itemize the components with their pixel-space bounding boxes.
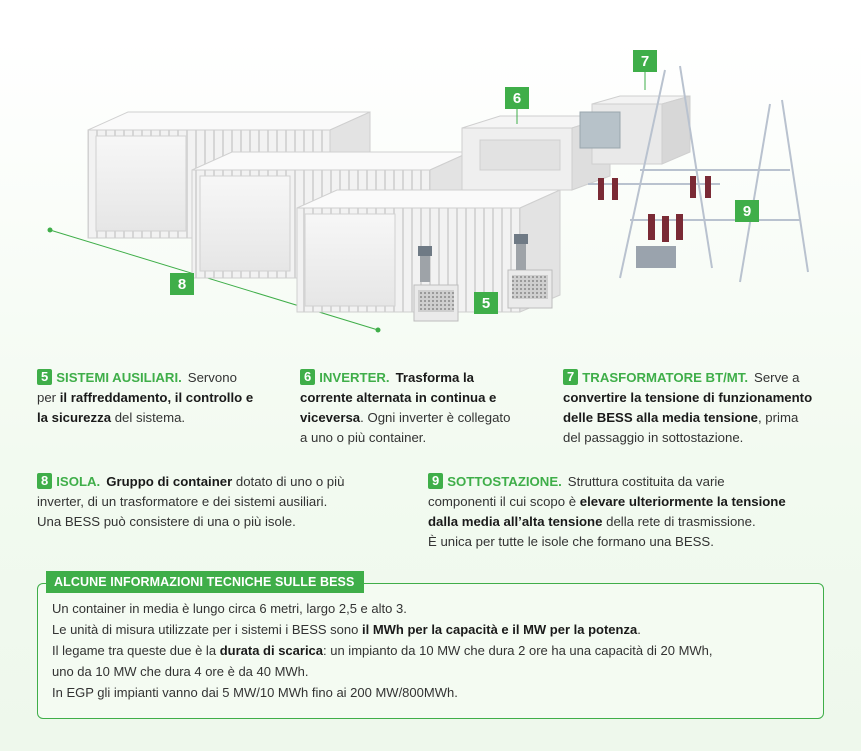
substation — [588, 65, 809, 283]
info-line-1: Un container in media è lungo circa 6 me… — [52, 601, 407, 616]
callout-8: 8 — [170, 273, 194, 295]
info-line-4: uno da 10 MW che dura 4 ore è da 40 MWh. — [52, 664, 309, 679]
svg-text:7: 7 — [641, 53, 649, 70]
callout-6: 6 — [505, 87, 529, 109]
technical-info-title: ALCUNE INFORMAZIONI TECNICHE SULLE BESS — [46, 571, 365, 593]
svg-text:9: 9 — [743, 203, 751, 220]
technical-info-lines: Un container in media è lungo circa 6 me… — [52, 598, 713, 703]
info-line-5: In EGP gli impianti vanno dai 5 MW/10 MW… — [52, 685, 458, 700]
badge-5: 5 — [37, 369, 53, 385]
callout-9: 9 — [735, 200, 759, 222]
badge-6: 6 — [300, 369, 316, 385]
svg-text:5: 5 — [482, 295, 490, 312]
svg-text:6: 6 — [513, 90, 521, 107]
badge-7: 7 — [563, 369, 579, 385]
info-line-2: Le unità di misura utilizzate per i sist… — [52, 622, 641, 637]
bess-illustration: 5 6 7 8 9 — [47, 50, 809, 333]
badge-8: 8 — [37, 473, 53, 489]
substation-insulators — [598, 176, 711, 268]
island-dimension-line — [47, 227, 381, 333]
technical-info-box — [37, 583, 824, 719]
battery-container-3 — [296, 189, 561, 313]
auxiliary-system-1 — [413, 246, 459, 322]
callout-7: 7 — [633, 50, 657, 72]
badge-9: 9 — [428, 473, 444, 489]
svg-text:8: 8 — [178, 276, 186, 293]
callout-5: 5 — [474, 292, 498, 314]
auxiliary-system-2 — [507, 234, 553, 309]
transformer-bt-mt — [579, 95, 691, 165]
info-line-3: Il legame tra queste due è la durata di … — [52, 643, 713, 658]
